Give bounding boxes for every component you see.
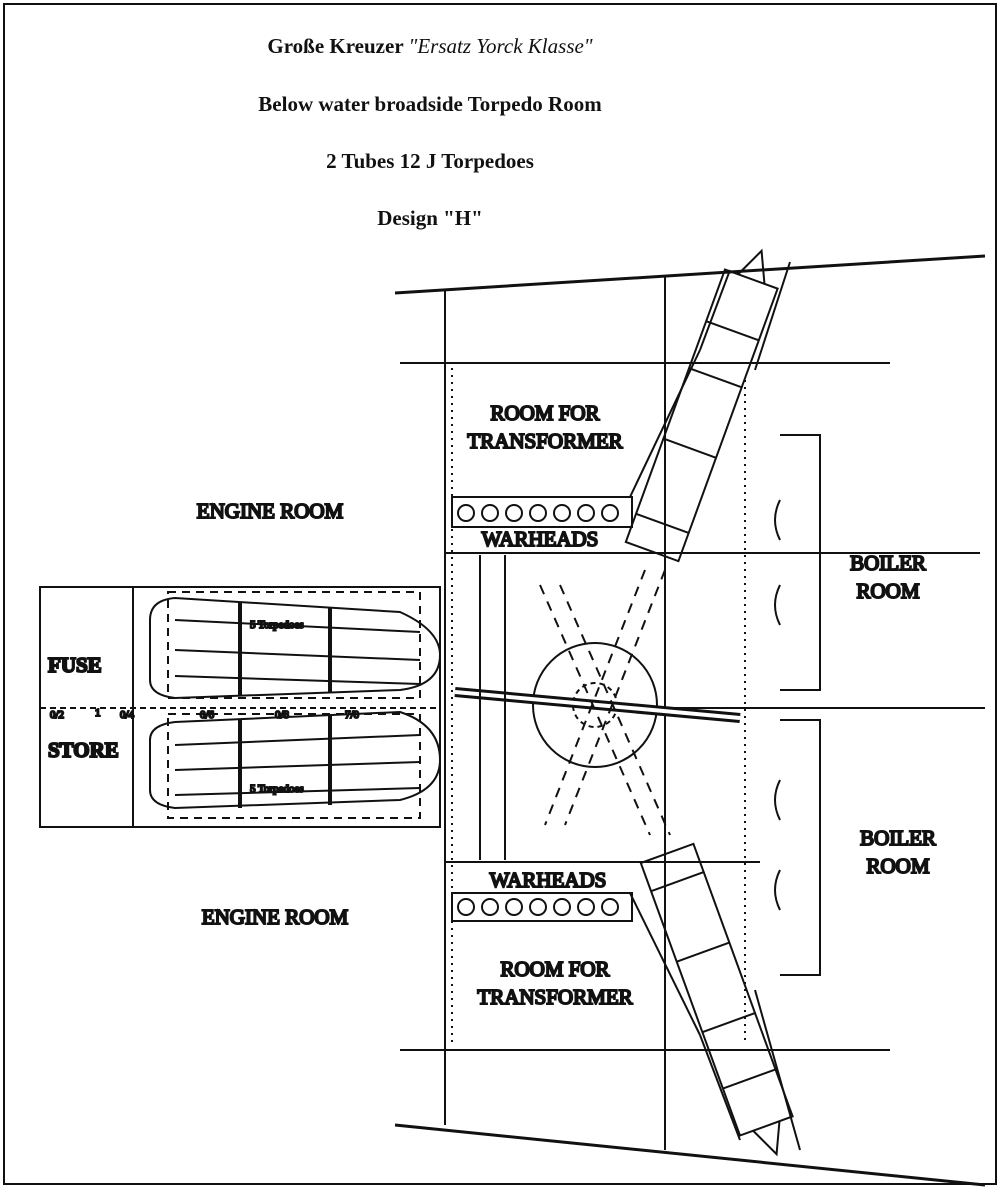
engine-room-top-label: ENGINE ROOM: [197, 499, 344, 523]
transformer-top-label-1: ROOM FOR: [490, 401, 599, 425]
warheads-rack-top: [451, 496, 633, 528]
swing-path-2: [544, 569, 646, 826]
fuse-label: FUSE: [48, 653, 102, 677]
boiler-top-label-1: BOILER: [850, 551, 926, 575]
boiler-bottom-label-1: BOILER: [860, 826, 936, 850]
frame-mark-5: 0/8: [275, 709, 290, 721]
diag-wall-bottom: [629, 892, 701, 1036]
diag-wall-top: [629, 349, 701, 498]
boiler-top-label-2: ROOM: [856, 579, 919, 603]
frame-mark-4: 0/6: [200, 709, 215, 721]
warheads-bottom-label: WARHEADS: [490, 868, 607, 892]
title-line-2: Below water broadside Torpedo Room: [258, 92, 602, 116]
swing-path-1: [539, 584, 651, 836]
title-line-3: 2 Tubes 12 J Torpedoes: [326, 149, 534, 173]
warheads-top-label: WARHEADS: [482, 527, 599, 551]
transformer-bottom-label-2: TRANSFORMER: [477, 985, 632, 1009]
diag-wall-top-upper: [699, 269, 731, 351]
frame-mark-1: 0/2: [50, 709, 64, 721]
torpedoes-top-label: 5 Torpedoes: [250, 619, 304, 631]
warheads-circles-top: [457, 504, 619, 522]
title-line-4: Design "H": [377, 206, 483, 230]
torpedo-bundle-top: [149, 591, 442, 700]
boiler-bottom-label-2: ROOM: [866, 854, 929, 878]
transformer-bottom-label-1: ROOM FOR: [500, 957, 609, 981]
torpedo-bundle-bottom: [149, 710, 442, 819]
warheads-circles-bottom: [457, 898, 619, 916]
side-hull-bottom: [754, 989, 801, 1151]
frame-mark-6: 7/0: [345, 709, 360, 721]
frame-mark-2: 1: [95, 707, 101, 719]
hull-line-bottom: [394, 1123, 986, 1187]
torpedo-tube-bottom: [639, 842, 794, 1157]
title-line-1: Große Kreuzer "Ersatz Yorck Klasse": [267, 34, 593, 58]
turntable: [532, 642, 658, 768]
warheads-rack-bottom: [451, 892, 633, 922]
transformer-top-label-2: TRANSFORMER: [467, 429, 622, 453]
boiler-outline-bottom: [774, 719, 821, 976]
engine-room-bottom-label: ENGINE ROOM: [202, 905, 349, 929]
frame-mark-3: 0/4: [120, 709, 135, 721]
store-label: STORE: [48, 738, 119, 762]
torpedoes-bottom-label: 5 Torpedoes: [250, 783, 304, 795]
side-hull-top: [754, 261, 791, 371]
diag-wall-bottom-lower: [699, 1034, 741, 1141]
boiler-outline-top: [774, 434, 821, 691]
torpedo-tube-top: [624, 248, 779, 563]
hull-line-top: [394, 254, 986, 295]
